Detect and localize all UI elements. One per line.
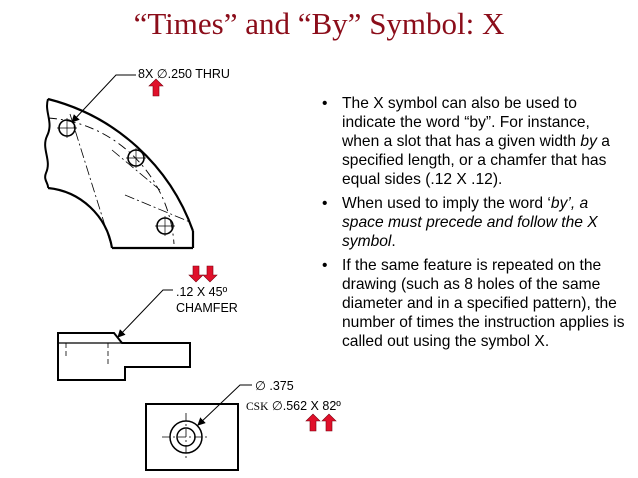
bullet-italic: by bbox=[580, 133, 597, 150]
centerline bbox=[69, 113, 113, 249]
down-arrow-icon bbox=[202, 265, 218, 283]
bullet-text: When used to imply the word ‘ bbox=[342, 195, 551, 212]
bullet-dot: • bbox=[322, 95, 328, 112]
down-arrow-icon bbox=[188, 265, 204, 283]
bullet-tail: a specified length, or a chamfer that ha… bbox=[342, 133, 610, 188]
csk-hole-value: .375 bbox=[269, 379, 294, 393]
diameter-symbol-icon: ∅ bbox=[156, 67, 168, 81]
csk-callout: CSK ∅.562 X 82º bbox=[246, 398, 341, 413]
csk-hole-callout: ∅ .375 bbox=[255, 378, 294, 393]
csk-label: CSK bbox=[246, 401, 269, 413]
fan-outer-arc bbox=[47, 97, 195, 232]
fan-break-line bbox=[44, 98, 51, 189]
bullet-item: • If the same feature is repeated on the… bbox=[318, 256, 630, 351]
block-outline bbox=[57, 332, 191, 381]
centerline bbox=[111, 149, 161, 191]
up-arrow-icon bbox=[321, 413, 337, 432]
countersink-part bbox=[145, 403, 239, 471]
bullet-italic: by’, a space must precede and follow the… bbox=[342, 195, 598, 250]
hole-value: .250 THRU bbox=[167, 67, 230, 81]
hole-leader-line bbox=[71, 74, 136, 123]
bullet-text: The X symbol can also be used to indicat… bbox=[342, 95, 590, 150]
chamfer-size: .12 X 45º bbox=[176, 285, 228, 299]
emphasis-arrows bbox=[148, 78, 337, 432]
bullet-tail: . bbox=[391, 233, 396, 250]
hole-callout: 8X ∅.250 THRU bbox=[138, 66, 230, 81]
up-arrow-icon bbox=[305, 413, 321, 432]
bullet-item: • The X symbol can also be used to indic… bbox=[318, 94, 630, 189]
fan-part bbox=[44, 97, 195, 250]
diameter-symbol-icon: ∅ bbox=[255, 379, 266, 393]
chamfer-part bbox=[57, 332, 191, 381]
bullet-item: • When used to imply the word ‘by’, a sp… bbox=[318, 194, 630, 251]
bullet-list: • The X symbol can also be used to indic… bbox=[318, 94, 630, 356]
csk-value: .562 X 82º bbox=[282, 399, 341, 413]
chamfer-leader-line bbox=[117, 289, 173, 338]
slide-title: “Times” and “By” Symbol: X bbox=[133, 6, 505, 41]
bullet-dot: • bbox=[322, 257, 328, 274]
csk-leader-line bbox=[197, 384, 252, 426]
hole-count: 8X bbox=[138, 67, 154, 81]
chamfer-callout: .12 X 45º CHAMFER bbox=[176, 284, 238, 316]
fan-inner-arc bbox=[47, 186, 114, 249]
bullet-text: If the same feature is repeated on the d… bbox=[342, 257, 625, 350]
plate-outline bbox=[145, 403, 239, 471]
chamfer-label: CHAMFER bbox=[176, 301, 238, 315]
centerline bbox=[124, 194, 191, 223]
bullet-dot: • bbox=[322, 195, 328, 212]
diameter-symbol-icon: ∅ bbox=[271, 399, 283, 413]
up-arrow-icon bbox=[148, 78, 164, 97]
